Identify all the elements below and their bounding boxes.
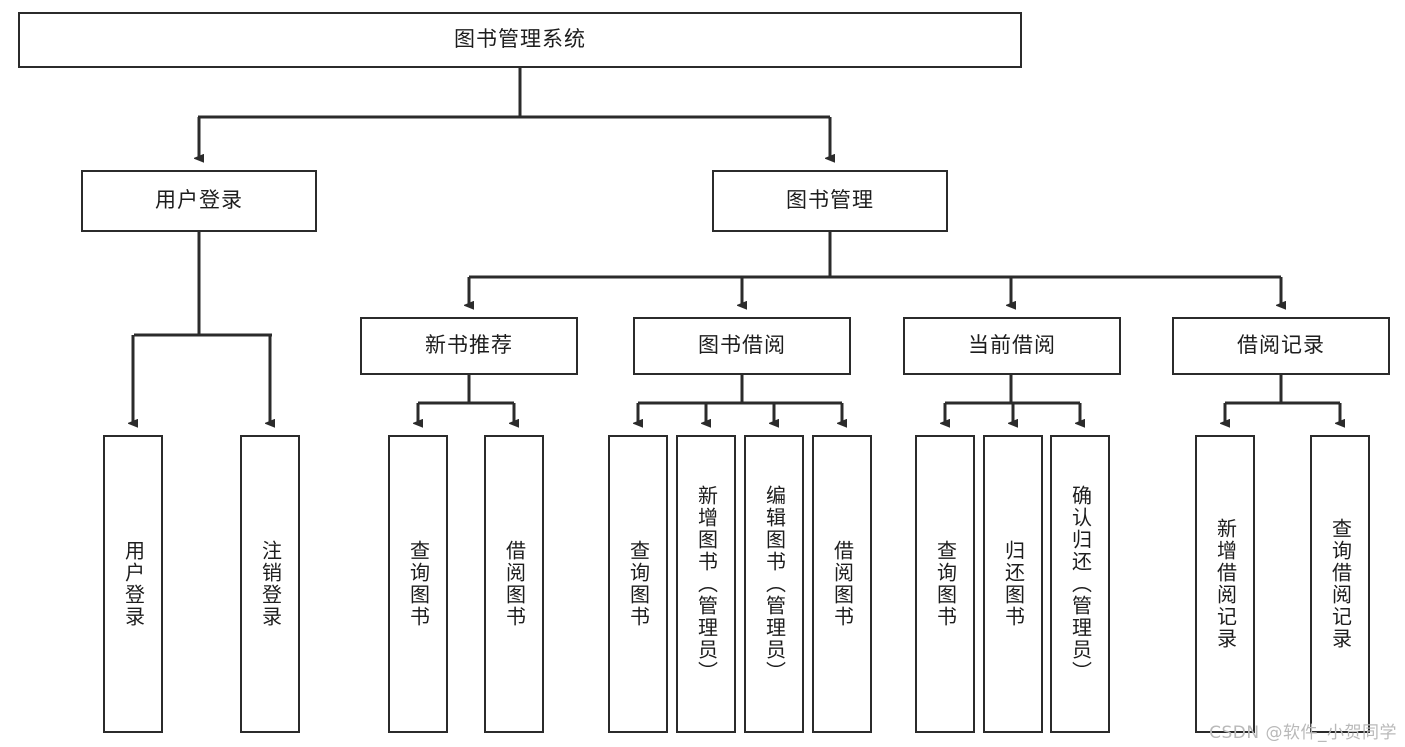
- node-leaf-label: 归还图书: [1001, 540, 1026, 628]
- node-leaf-edit-book-admin[interactable]: 编辑图书（管理员）: [744, 435, 804, 733]
- node-book-borrow[interactable]: 图书借阅: [633, 317, 851, 375]
- node-leaf-label: 编辑图书（管理员）: [762, 485, 787, 683]
- node-borrow-records-label: 借阅记录: [1237, 333, 1325, 358]
- node-new-book-recommend[interactable]: 新书推荐: [360, 317, 578, 375]
- node-leaf-label: 注销登录: [258, 540, 283, 628]
- node-book-management[interactable]: 图书管理: [712, 170, 948, 232]
- node-book-management-label: 图书管理: [786, 188, 874, 213]
- node-leaf-label: 查询图书: [626, 540, 651, 628]
- node-leaf-add-borrow-record[interactable]: 新增借阅记录: [1195, 435, 1255, 733]
- node-current-borrow[interactable]: 当前借阅: [903, 317, 1121, 375]
- node-leaf-query-borrow-record[interactable]: 查询借阅记录: [1310, 435, 1370, 733]
- node-leaf-label: 确认归还（管理员）: [1068, 485, 1093, 683]
- node-leaf-label: 新增图书（管理员）: [694, 485, 719, 683]
- node-user-login-label: 用户登录: [155, 188, 243, 213]
- node-borrow-records[interactable]: 借阅记录: [1172, 317, 1390, 375]
- node-user-login[interactable]: 用户登录: [81, 170, 317, 232]
- node-leaf-logout[interactable]: 注销登录: [240, 435, 300, 733]
- node-root-system[interactable]: 图书管理系统: [18, 12, 1022, 68]
- node-leaf-query-book-current[interactable]: 查询图书: [915, 435, 975, 733]
- node-leaf-label: 借阅图书: [830, 540, 855, 628]
- node-current-borrow-label: 当前借阅: [968, 333, 1056, 358]
- node-leaf-label: 查询借阅记录: [1328, 518, 1353, 650]
- node-root-label: 图书管理系统: [454, 27, 586, 52]
- node-leaf-add-book-admin[interactable]: 新增图书（管理员）: [676, 435, 736, 733]
- node-leaf-label: 查询图书: [406, 540, 431, 628]
- node-leaf-label: 借阅图书: [502, 540, 527, 628]
- node-leaf-query-book-borrow[interactable]: 查询图书: [608, 435, 668, 733]
- node-leaf-label: 查询图书: [933, 540, 958, 628]
- node-leaf-borrow-book-recommend[interactable]: 借阅图书: [484, 435, 544, 733]
- node-new-book-recommend-label: 新书推荐: [425, 333, 513, 358]
- node-leaf-label: 用户登录: [121, 540, 146, 628]
- node-leaf-label: 新增借阅记录: [1213, 518, 1238, 650]
- node-leaf-confirm-return-admin[interactable]: 确认归还（管理员）: [1050, 435, 1110, 733]
- node-leaf-lend-book[interactable]: 借阅图书: [812, 435, 872, 733]
- watermark-text: CSDN @软件_小贺同学: [1209, 723, 1397, 743]
- node-leaf-query-book-recommend[interactable]: 查询图书: [388, 435, 448, 733]
- node-book-borrow-label: 图书借阅: [698, 333, 786, 358]
- node-leaf-user-login[interactable]: 用户登录: [103, 435, 163, 733]
- node-leaf-return-book[interactable]: 归还图书: [983, 435, 1043, 733]
